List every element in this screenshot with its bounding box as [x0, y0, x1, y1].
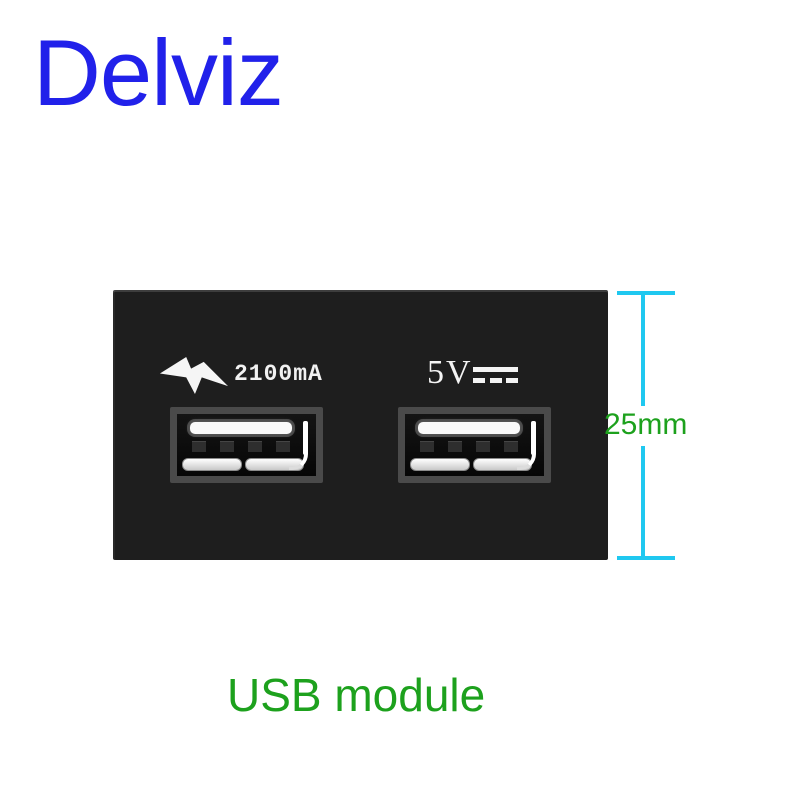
- usb-shell-contacts: [182, 458, 304, 471]
- usb-contact-pins: [192, 441, 290, 452]
- usb-port-cavity: [177, 414, 316, 476]
- brand-logo: Delviz: [33, 20, 284, 125]
- dimension-cap-top: [617, 291, 675, 295]
- voltage-label: 5V: [427, 354, 473, 391]
- dc-dashed-line: [473, 378, 518, 383]
- dc-solid-line: [473, 367, 518, 372]
- usb-contact-pins: [420, 441, 518, 452]
- dimension-label: 25mm: [604, 408, 688, 441]
- usb-tongue: [190, 422, 292, 434]
- product-caption: USB module: [227, 669, 486, 721]
- dimension-line-upper: [641, 291, 645, 406]
- usb-shell-highlight: [531, 421, 536, 455]
- current-rating-label: 2100mA: [234, 361, 323, 387]
- usb-port-right: [398, 407, 551, 483]
- dc-symbol-icon: [473, 367, 518, 383]
- usb-shell-highlight-curve: [517, 450, 536, 470]
- usb-port-left: [170, 407, 323, 483]
- usb-shell-contacts: [410, 458, 532, 471]
- dimension-cap-bottom: [617, 556, 675, 560]
- usb-tongue: [418, 422, 520, 434]
- usb-port-cavity: [405, 414, 544, 476]
- dimension-line-lower: [641, 446, 645, 560]
- usb-module-panel: 2100mA 5V: [113, 290, 608, 560]
- usb-shell-highlight-curve: [289, 450, 308, 470]
- usb-shell-highlight: [303, 421, 308, 455]
- lightning-bolt-icon: [159, 356, 229, 394]
